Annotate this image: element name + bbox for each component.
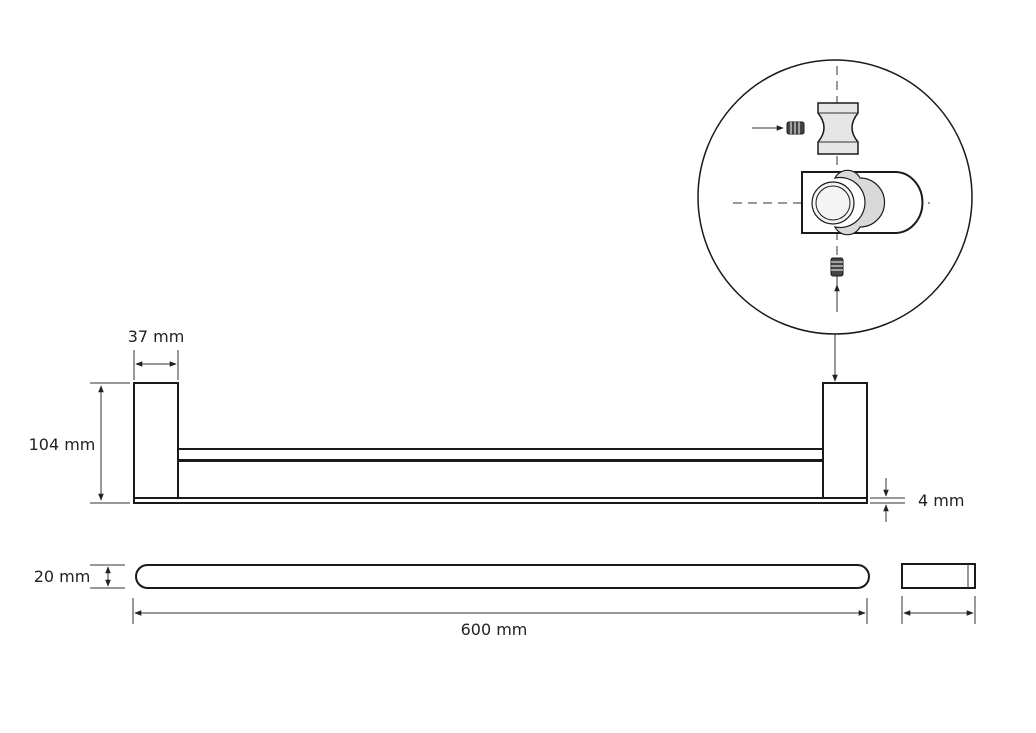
label-20mm: 20 mm [34,567,91,586]
dimension-104mm: 104 mm [29,382,130,504]
detail-view [697,59,973,382]
label-4mm: 4 mm [918,491,964,510]
front-view [133,382,868,504]
top-view [135,564,870,589]
side-view [901,563,976,624]
label-104mm: 104 mm [29,435,96,454]
dimension-600mm: 600 mm [132,598,868,639]
dimension-20mm: 20 mm [34,564,125,589]
towel-bar-lower [177,459,824,462]
dimension-4mm: 4 mm [870,478,964,522]
bracket-side-view [901,563,976,589]
set-screw-bottom [830,257,844,277]
label-600mm: 600 mm [461,620,528,639]
left-bracket [133,382,179,501]
wall-bracket [801,169,924,236]
fixing-pin [817,102,859,155]
towel-bar-upper [177,448,824,461]
set-screw-top [786,121,805,135]
right-bracket [822,382,868,501]
label-37mm: 37 mm [128,327,185,346]
dimension-37mm: 37 mm [128,327,185,380]
bar-top-view [135,564,870,589]
base-plate [133,497,868,504]
